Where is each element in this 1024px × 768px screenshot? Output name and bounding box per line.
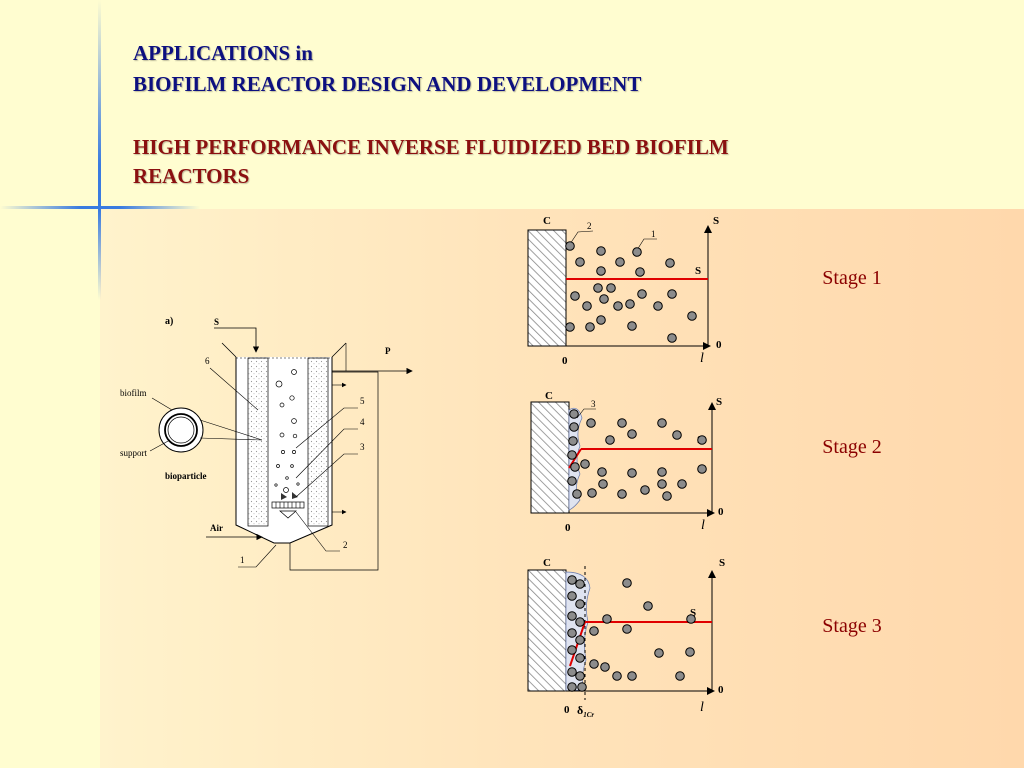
stage-2-support-wall [530, 401, 570, 514]
stage-1-zero-right: 0 [716, 339, 722, 351]
stage-3-zero-origin: 0 [564, 704, 570, 716]
stage-3-s-level-label: S [690, 607, 696, 619]
decorative-horizontal-line [0, 206, 200, 209]
reactor-lip-right [331, 342, 347, 358]
recycle-line [289, 371, 379, 571]
part-number-2: 2 [343, 540, 348, 550]
reactor-lip-left [221, 342, 237, 358]
part-number-1: 1 [240, 555, 245, 565]
slide-title-line-2: BIOFILM REACTOR DESIGN AND DEVELOPMENT [133, 72, 642, 96]
stage-3-l-label: l [700, 700, 704, 715]
stage-1-s-level-label: S [695, 265, 701, 277]
stage-1-label: Stage 1 [822, 267, 881, 289]
stage-1-particles [565, 241, 697, 343]
stage-3-support-wall [527, 569, 567, 692]
part-number-4: 4 [360, 417, 365, 427]
reactor-inlet-label: S [214, 317, 219, 327]
part-number-3: 3 [360, 442, 365, 452]
support-label: support [120, 448, 147, 458]
reactor-panel-label: a) [165, 316, 173, 327]
stage-1-l-label: l [700, 351, 704, 366]
part-number-5: 5 [360, 396, 365, 406]
slide-title-line-1: APPLICATIONS in [133, 41, 313, 65]
reactor-air-label: Air [210, 523, 223, 533]
stage-2-label: Stage 2 [822, 436, 881, 458]
slide-subtitle-line-2: REACTORS [133, 164, 250, 188]
biofilm-label: biofilm [120, 388, 147, 398]
stage-2-particles [567, 409, 707, 501]
air-bubbles [274, 369, 300, 493]
stage-1-callout-2: 2 [587, 221, 592, 231]
stage-3-delta-symbol: δ [577, 703, 583, 717]
stage-1-diagram: C S S 0 0 l 2 1 [527, 215, 722, 367]
inlet-arrow [214, 327, 260, 353]
part-number-6: 6 [205, 356, 210, 366]
stage-3-delta-subscript: 1Cr [583, 711, 594, 719]
stage-3-c-label: C [543, 557, 551, 569]
stage-1-c-label: C [543, 215, 551, 227]
slide-subtitle-line-1: HIGH PERFORMANCE INVERSE FLUIDIZED BED B… [133, 135, 729, 159]
stage-1-callout-1: 1 [651, 229, 656, 239]
reactor-outlet-label: P [385, 346, 391, 356]
stage-3-s-label: S [719, 557, 725, 569]
decorative-vertical-line [98, 0, 101, 300]
bioparticle-label: bioparticle [165, 471, 207, 481]
stage-3-zero-right: 0 [718, 684, 724, 696]
stage-2-callout-3: 3 [591, 399, 596, 409]
stage-2-l-label: l [701, 518, 705, 533]
stage-3-label: Stage 3 [822, 615, 881, 637]
downcomer-right [307, 357, 329, 527]
stage-1-support-wall [527, 229, 567, 347]
stage-2-c-label: C [545, 390, 553, 402]
stage-2-zero-origin: 0 [565, 522, 571, 534]
stage-2-s-label: S [716, 396, 722, 408]
stage-3-diagram: C S S 0 0 l δ1Cr [527, 557, 725, 719]
stage-1-s-label: S [713, 215, 719, 227]
reactor-schematic: a) S [120, 316, 413, 571]
stage-1-zero-origin: 0 [562, 355, 568, 367]
stage-3-delta-label: δ1Cr [577, 703, 594, 719]
stage-2-diagram: C S S 0 0 l 3 [530, 390, 724, 534]
stage-3-particles [567, 575, 696, 692]
downcomer-left [247, 357, 269, 527]
stage-2-zero-right: 0 [718, 506, 724, 518]
